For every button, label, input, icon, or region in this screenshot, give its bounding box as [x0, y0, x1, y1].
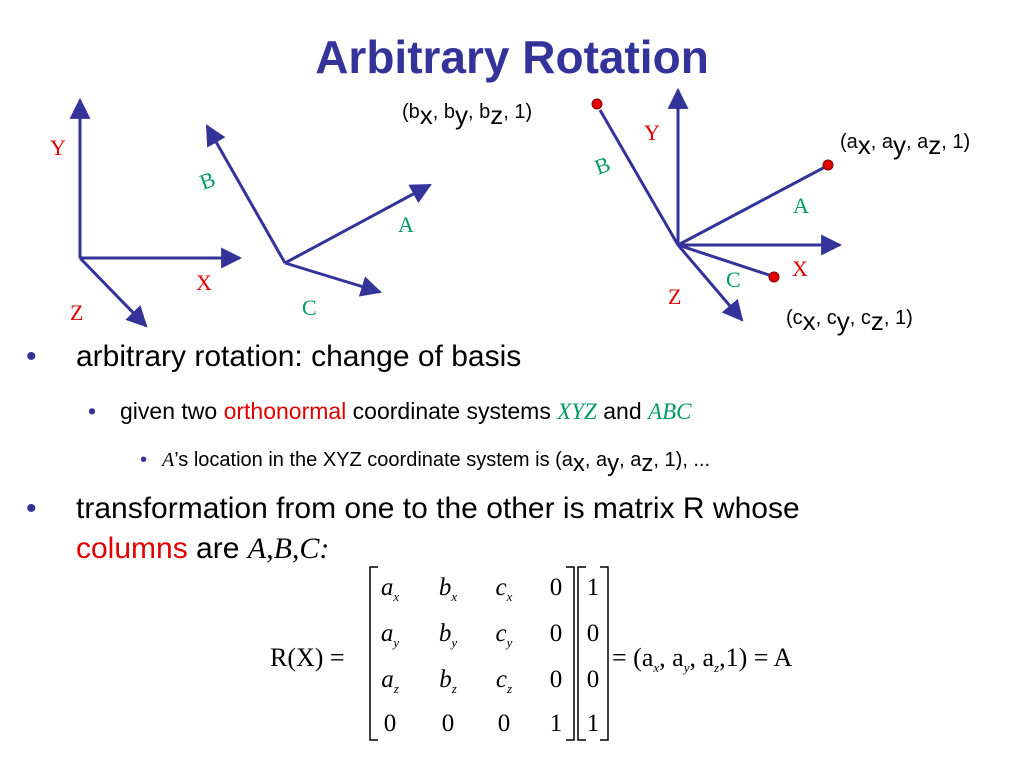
matrix-r4-c3: 0	[497, 710, 511, 737]
matrix-r1-c3: cx	[495, 574, 513, 604]
point-c	[768, 271, 780, 283]
matrix-r4-c1: 0	[383, 710, 397, 737]
right-b-axis	[598, 109, 680, 246]
matrix-r4-c2: 0	[441, 710, 455, 737]
vector-r4: 1	[586, 710, 600, 737]
point-b	[591, 98, 603, 110]
matrix-r3-c1: az	[381, 666, 399, 696]
left-x-label: X	[196, 270, 212, 295]
matrix-r2-c4: 0	[549, 620, 563, 647]
left-z-axis	[78, 256, 148, 328]
matrix-r3-c3: cz	[495, 666, 513, 696]
right-combined-frame	[598, 87, 843, 322]
matrix-r2-c2: by	[438, 620, 458, 650]
matrix-r1-c4: 0	[549, 574, 563, 601]
point-a	[822, 159, 834, 171]
matrix-r3-c4: 0	[549, 666, 563, 693]
bullet-dot-2: •	[88, 398, 97, 424]
matrix-r1-c2: bx	[438, 574, 458, 604]
vector-r1: 1	[586, 574, 600, 601]
equation-rhs: = (ax, ay, az,1) = A	[612, 643, 793, 676]
middle-b-axis	[205, 124, 287, 264]
middle-abc-frame	[205, 124, 432, 297]
matrix-r2-c1: ay	[380, 620, 400, 650]
left-y-label: Y	[50, 135, 66, 160]
bullet-change-of-basis: arbitrary rotation: change of basis	[76, 340, 522, 373]
bullet-dot-4: •	[26, 492, 37, 525]
middle-a-label: A	[398, 212, 414, 237]
middle-c-axis	[284, 261, 383, 297]
slide-title: Arbitrary Rotation	[315, 31, 709, 83]
vector-r3: 0	[586, 666, 600, 693]
vector-r2: 0	[586, 620, 600, 647]
middle-c-label: C	[302, 295, 317, 320]
bullet-dot-3: •	[140, 449, 148, 471]
middle-a-axis	[284, 183, 432, 265]
equation-lhs: R(X) =	[270, 643, 345, 672]
right-y-label: Y	[644, 120, 660, 145]
matrix-r1-c1: ax	[380, 574, 400, 604]
left-z-label: Z	[70, 300, 83, 325]
point-b-coords: (bx, by, bz, 1)	[402, 100, 533, 130]
matrix-r2-c3: cy	[495, 620, 513, 650]
matrix-r3-c2: bz	[439, 666, 457, 696]
point-c-coords: (cx, cy, cz, 1)	[786, 306, 913, 336]
matrix-r4-c4: 1	[549, 710, 563, 737]
bullet-orthonormal-systems: given two orthonormal coordinate systems…	[120, 398, 692, 424]
middle-b-label: B	[196, 166, 218, 195]
left-xyz-frame	[69, 97, 243, 328]
right-x-label: X	[792, 256, 808, 281]
point-a-coords: (ax, ay, az, 1)	[840, 130, 971, 160]
right-b-label: B	[591, 151, 613, 180]
bullet-transformation-line2: columns are A,B,C:	[76, 532, 330, 565]
right-z-label: Z	[668, 284, 681, 309]
right-z-axis	[676, 244, 744, 322]
bullet-transformation-line1: transformation from one to the other is …	[76, 492, 800, 525]
bullet-dot-1: •	[26, 340, 37, 373]
right-a-label: A	[793, 193, 809, 218]
right-c-label: C	[726, 267, 741, 292]
right-a-axis	[677, 165, 826, 247]
bullet-a-location: A’s location in the XYZ coordinate syste…	[162, 449, 711, 477]
right-c-axis	[677, 243, 779, 280]
